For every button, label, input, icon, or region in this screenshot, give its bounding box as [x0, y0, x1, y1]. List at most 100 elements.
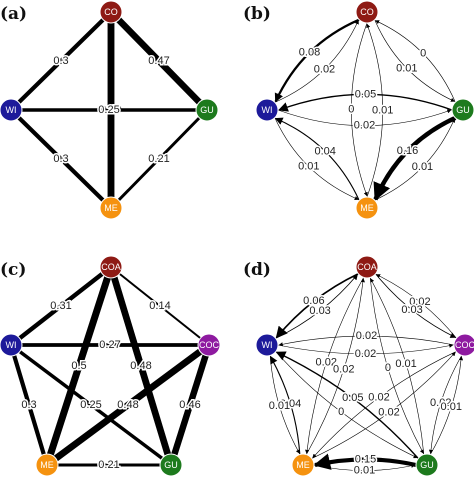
- node-label: COA: [357, 262, 377, 272]
- edge-coc-gu: [428, 355, 462, 454]
- edge-label: 0.15: [355, 453, 376, 465]
- node-label: ME: [296, 460, 310, 470]
- edge-coa-wi: [9, 265, 113, 347]
- edge-label: 0.01: [395, 358, 416, 370]
- node-wi: [255, 333, 279, 357]
- node-co: [99, 0, 123, 24]
- edge-label: 0.25: [98, 104, 119, 116]
- edge-coc-wi: [278, 335, 455, 347]
- node-label: ME: [40, 460, 54, 470]
- edge-gu-me: [109, 108, 209, 210]
- edge-me-wi: [269, 355, 301, 455]
- edge-gu-co: [375, 20, 456, 103]
- node-gu: [195, 98, 219, 122]
- edge-wi-coc: [277, 343, 454, 355]
- edge-coc-me: [312, 351, 457, 459]
- node-coc: [197, 333, 221, 357]
- edge-label: 0.14: [149, 300, 170, 312]
- node-label: ME: [360, 203, 374, 213]
- edge-co-me: [351, 22, 368, 197]
- edge-co-wi: [274, 18, 360, 103]
- panel-label: (c): [0, 260, 26, 280]
- edge-wi-gu: [277, 109, 452, 126]
- node-label: COA: [101, 262, 121, 272]
- edge-label: 0.27: [99, 339, 120, 351]
- edge-label: 0.3: [53, 153, 68, 165]
- edge-label: 0.08: [299, 47, 320, 59]
- edge-label: 0.02: [430, 397, 451, 409]
- edge-gu-coc: [430, 356, 464, 455]
- node-label: COC: [455, 340, 474, 350]
- edge-coc-me: [45, 342, 211, 468]
- edge-label: 0.05: [342, 392, 363, 404]
- node-label: CO: [104, 7, 118, 17]
- edge-label: 0.25: [80, 399, 101, 411]
- edge-label: 0.5: [71, 360, 86, 372]
- edge-label: 0.02: [354, 120, 375, 132]
- edge-me-wi: [274, 117, 360, 201]
- edge-coa-me: [43, 265, 115, 467]
- panel-label: (a): [0, 4, 27, 24]
- edge-label: 0: [338, 406, 344, 418]
- edge-label: 0.02: [316, 357, 337, 369]
- edge-label: 0.02: [355, 348, 376, 360]
- node-label: WI: [6, 340, 17, 350]
- edge-label: 0.02: [333, 363, 354, 375]
- edge-label: 0.02: [378, 407, 399, 419]
- edge-gu-wi: [278, 93, 453, 112]
- edge-label: 0.04: [314, 145, 335, 157]
- edge-wi-me: [8, 344, 50, 466]
- edge-coa-gu: [107, 266, 175, 466]
- edge-wi-me: [9, 108, 113, 210]
- edge-wi-me: [274, 117, 359, 201]
- node-wi: [255, 98, 279, 122]
- edge-label: 0.01: [412, 161, 433, 173]
- edge-label: 0.04: [280, 398, 301, 410]
- edge-label: 0.47: [148, 55, 169, 67]
- node-gu: [159, 453, 183, 477]
- edge-label: 0.02: [356, 330, 377, 342]
- edge-label: 0.01: [441, 401, 462, 413]
- edge-label: 0.01: [354, 465, 375, 477]
- edge-label: 0.01: [298, 161, 319, 173]
- node-coc: [453, 333, 474, 357]
- node-label: GU: [164, 460, 178, 470]
- edge-coa-coc: [375, 273, 457, 338]
- edge-label: 0.05: [355, 88, 376, 100]
- edge-coc-gu: [167, 344, 213, 466]
- panel-label: (d): [243, 260, 271, 280]
- node-gu: [451, 98, 474, 122]
- edge-label: 0.48: [130, 360, 151, 372]
- edge-label: 0.31: [50, 300, 71, 312]
- edge-label: 0.01: [396, 62, 417, 74]
- node-coa: [99, 255, 123, 279]
- edge-label: 0.01: [372, 105, 393, 117]
- edge-coa-coc: [110, 266, 210, 346]
- edge-co-wi: [9, 10, 113, 112]
- node-label: GU: [200, 105, 214, 115]
- edge-me-coc: [311, 351, 456, 459]
- node-label: ME: [104, 203, 118, 213]
- edge-coc-coa: [376, 274, 457, 339]
- edge-label: 0.48: [117, 399, 138, 411]
- panel-label: (b): [243, 4, 271, 24]
- edge-me-co: [366, 23, 383, 198]
- node-me: [291, 453, 315, 477]
- node-me: [35, 453, 59, 477]
- edge-wi-gu: [9, 343, 173, 467]
- node-wi: [0, 98, 23, 122]
- edge-label: 0.02: [314, 63, 335, 75]
- edge-wi-co: [274, 20, 359, 103]
- node-label: WI: [262, 105, 273, 115]
- edge-label: 0.21: [148, 153, 169, 165]
- edge-label: 0.3: [21, 399, 36, 411]
- edge-coa-me: [305, 277, 364, 454]
- edge-me-coa: [306, 278, 365, 455]
- edge-label: 0.03: [401, 304, 422, 316]
- edge-gu-me: [373, 115, 457, 202]
- edge-label: 0.02: [409, 296, 430, 308]
